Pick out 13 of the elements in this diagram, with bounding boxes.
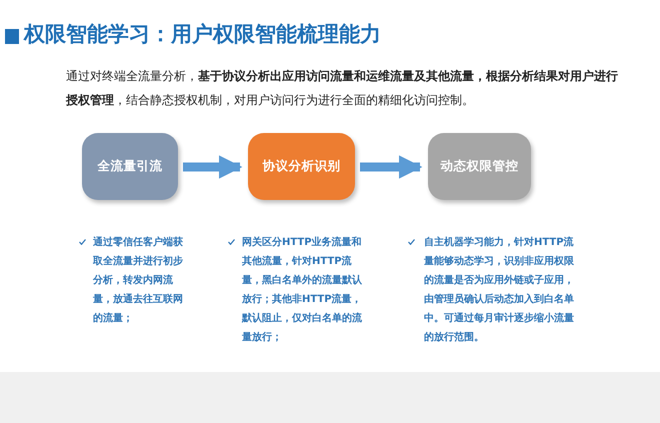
box-label: 协议分析识别 — [262, 158, 340, 175]
intro-paragraph: 通过对终端全流量分析，基于协议分析出应用访问流量和运维流量及其他流量，根据分析结果对用户进行授权管理，结合静态授权机制，对用户访问行为进行全面的精细化访问控制。 — [66, 68, 619, 109]
arrow — [360, 155, 422, 179]
process-box — [248, 133, 355, 200]
bullet-text: 网关区分HTTP业务流量和其他流量，针对HTTP流量，黑白名单外的流量默认放行；其他非HTTP流量，默认阻止，仅对白名单的流量放行； — [242, 235, 363, 345]
box-label: 动态权限管控 — [440, 158, 518, 175]
title: 权限智能学习：用户权限智能梳理能力 — [24, 21, 381, 48]
bullet-text: 自主机器学习能力，针对HTTP流量能够动态学习，识别非应用权限的流量是否为应用外链或子应用，由管理员确认后动态加入到白名单中。可通过每月审计逐步缩小流量的放行范围。 — [424, 235, 574, 345]
box-label: 全流量引流 — [98, 158, 162, 175]
process-box — [428, 133, 531, 200]
arrow — [183, 155, 242, 179]
bullet-text: 通过零信任客户端获取全流量并进行初步分析，转发内网流量，放通去往互联网的流量； — [93, 235, 184, 326]
process-box — [82, 133, 178, 200]
